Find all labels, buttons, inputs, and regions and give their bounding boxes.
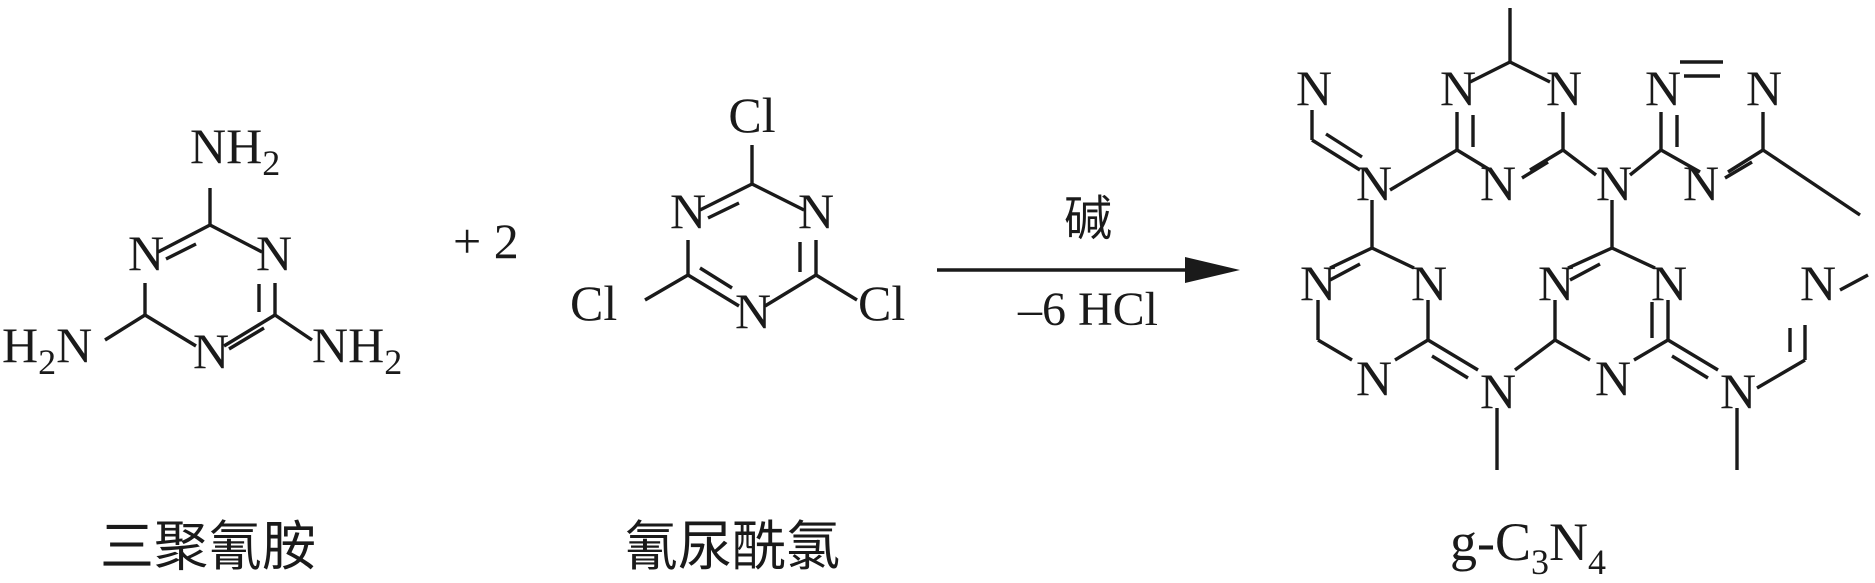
product-name: g-C3N4 bbox=[1450, 512, 1606, 582]
melamine-name: 三聚氰胺 bbox=[100, 517, 316, 577]
ring-nitrogen: N bbox=[128, 225, 164, 281]
cyanuric-chloride-name: 氰尿酰氯 bbox=[624, 517, 840, 577]
condition-above-arrow: 碱 bbox=[1064, 193, 1112, 246]
ring-nitrogen: N bbox=[670, 183, 706, 239]
bond bbox=[644, 273, 689, 302]
bond bbox=[1456, 148, 1491, 172]
bond bbox=[165, 242, 197, 261]
bond bbox=[707, 201, 740, 220]
arrow-head bbox=[1185, 257, 1240, 283]
bond bbox=[1394, 338, 1429, 362]
network-nitrogen: N bbox=[1356, 155, 1392, 211]
bond bbox=[699, 182, 753, 212]
bond bbox=[1727, 148, 1764, 174]
bond bbox=[1389, 148, 1458, 192]
bond bbox=[1671, 354, 1709, 380]
network-nitrogen: N bbox=[1720, 363, 1756, 419]
amino-group-top: NH2 bbox=[190, 118, 280, 183]
network-nitrogen: N bbox=[1356, 350, 1392, 406]
bond bbox=[1660, 148, 1701, 174]
bond bbox=[1554, 338, 1591, 362]
bond bbox=[751, 182, 805, 212]
network-nitrogen: N bbox=[1411, 255, 1447, 311]
network-nitrogen: N bbox=[1645, 60, 1681, 116]
chlorine-top: Cl bbox=[728, 87, 775, 143]
ring-nitrogen: N bbox=[193, 323, 229, 379]
gcn-network-structure bbox=[1310, 8, 1869, 470]
network-nitrogen: N bbox=[1651, 255, 1687, 311]
bond bbox=[1529, 148, 1564, 172]
bond bbox=[228, 326, 265, 351]
network-nitrogen: N bbox=[1480, 155, 1516, 211]
bond bbox=[1371, 246, 1415, 270]
bond bbox=[687, 273, 740, 308]
ring-nitrogen: N bbox=[735, 283, 771, 339]
cyanuric-chloride-structure bbox=[644, 145, 858, 308]
bond bbox=[1756, 358, 1806, 390]
bond bbox=[1431, 354, 1469, 380]
bond bbox=[1469, 60, 1511, 84]
condition-below-arrow: –6 HCl bbox=[1017, 283, 1158, 336]
bond bbox=[699, 266, 733, 290]
bond bbox=[1839, 273, 1869, 292]
bond bbox=[223, 313, 276, 348]
bond bbox=[274, 313, 313, 342]
network-nitrogen: N bbox=[1480, 363, 1516, 419]
bond bbox=[1513, 338, 1557, 372]
network-nitrogen: N bbox=[1683, 155, 1719, 211]
bond bbox=[1569, 262, 1601, 282]
bond bbox=[209, 223, 263, 254]
bond bbox=[104, 313, 146, 342]
bond bbox=[157, 223, 211, 254]
network-nitrogen: N bbox=[1296, 60, 1332, 116]
chlorine-left: Cl bbox=[570, 275, 617, 331]
bond bbox=[1611, 246, 1656, 270]
network-nitrogen: N bbox=[1440, 60, 1476, 116]
bond bbox=[1311, 138, 1361, 172]
bond bbox=[1667, 338, 1719, 372]
network-nitrogen: N bbox=[1300, 255, 1336, 311]
bond bbox=[764, 273, 817, 308]
bond bbox=[1329, 246, 1373, 270]
bond bbox=[1509, 60, 1551, 84]
stoichiometry-plus: + 2 bbox=[453, 213, 519, 269]
amino-group-right: NH2 bbox=[312, 317, 402, 382]
bond bbox=[1325, 132, 1363, 159]
ring-nitrogen: N bbox=[798, 183, 834, 239]
network-nitrogen: N bbox=[1538, 255, 1574, 311]
ring-nitrogen: N bbox=[256, 225, 292, 281]
bond bbox=[1317, 338, 1353, 362]
network-nitrogen: N bbox=[1546, 60, 1582, 116]
bond bbox=[1329, 262, 1361, 282]
bond bbox=[144, 313, 197, 348]
bond bbox=[1724, 160, 1753, 180]
chlorine-right: Cl bbox=[858, 275, 905, 331]
network-nitrogen: N bbox=[1596, 155, 1632, 211]
bond bbox=[1567, 246, 1613, 270]
network-nitrogen: N bbox=[1746, 60, 1782, 116]
bond bbox=[1427, 338, 1479, 372]
network-nitrogen: N bbox=[1800, 255, 1836, 311]
melamine-structure bbox=[104, 188, 313, 351]
bond bbox=[1521, 160, 1549, 180]
bond bbox=[1561, 148, 1598, 177]
network-nitrogen: N bbox=[1595, 350, 1631, 406]
bond bbox=[1633, 338, 1669, 362]
bond bbox=[1628, 148, 1663, 177]
bond bbox=[1762, 148, 1861, 217]
bond bbox=[815, 273, 858, 302]
amino-group-left: H2N bbox=[2, 317, 92, 382]
